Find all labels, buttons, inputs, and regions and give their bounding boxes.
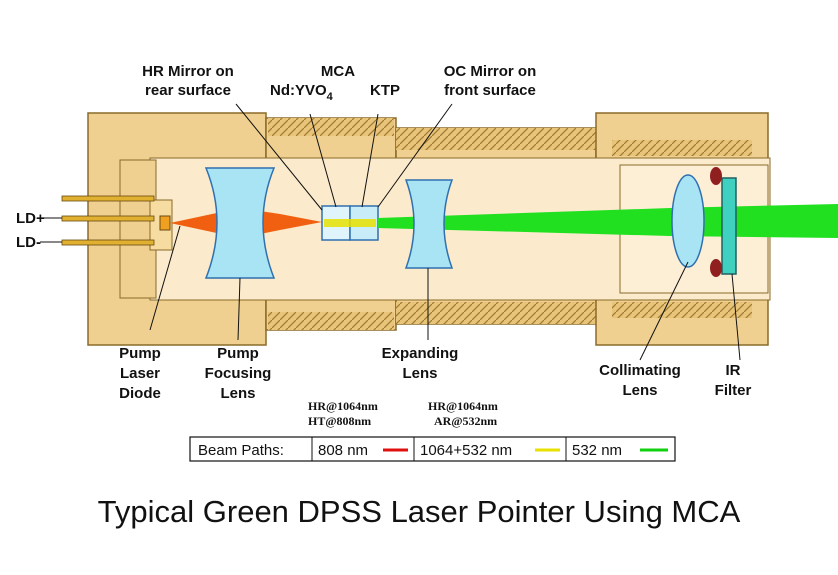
leader-pump-diode — [149, 225, 181, 331]
beam-legend: Beam Paths: 808 nm 1064+532 nm 532 nm — [189, 436, 676, 462]
legend-heading: Beam Paths: — [198, 442, 284, 459]
label-ndyvo4: Nd:YVO4 — [270, 82, 334, 103]
leader-pump-lens — [237, 277, 241, 341]
label-ktp: KTP — [370, 82, 400, 99]
label-collimating-lens-2: Lens — [622, 382, 657, 399]
expanding-lens — [404, 179, 454, 269]
mca-thread-top — [268, 118, 394, 136]
pump-focusing-lens — [204, 167, 276, 279]
leader-ir-filter — [731, 273, 741, 361]
label-pump-diode-1: Pump — [119, 345, 161, 362]
collimating-lens — [671, 174, 705, 268]
leader-hr-mirror — [235, 103, 323, 211]
label-ndyvo4-text: Nd:YVO — [270, 82, 327, 99]
label-pump-diode-3: Diode — [119, 385, 161, 402]
o-ring-top — [710, 167, 722, 185]
lead-1 — [61, 195, 155, 202]
coating-left-1: HR@1064nm — [308, 399, 378, 413]
legend-label-808: 808 nm — [318, 442, 368, 459]
front-cap-thread-bottom — [612, 302, 752, 318]
front-cap-thread-top — [612, 140, 752, 156]
coating-right-2: AR@532nm — [434, 414, 497, 428]
coating-right-1: HR@1064nm — [428, 399, 498, 413]
label-oc-mirror-1: OC Mirror on — [444, 63, 537, 80]
legend-frame — [189, 436, 676, 462]
leader-oc-mirror — [377, 103, 453, 208]
lead-2 — [61, 215, 155, 222]
diode-chip — [159, 215, 171, 231]
mca-beam — [324, 219, 376, 227]
diode-leads — [61, 195, 155, 246]
label-pump-lens-3: Lens — [220, 385, 255, 402]
label-pump-lens-2: Focusing — [205, 365, 272, 382]
label-oc-mirror-2: front surface — [444, 82, 536, 99]
tube-thread-top — [396, 128, 596, 150]
legend-label-1064-532: 1064+532 nm — [420, 442, 512, 459]
label-pump-lens-1: Pump — [217, 345, 259, 362]
leader-collimating-lens — [639, 261, 689, 361]
coating-left-2: HT@808nm — [308, 414, 371, 428]
o-ring-bottom — [710, 259, 722, 277]
label-expanding-lens-1: Expanding — [382, 345, 459, 362]
label-ndyvo4-sub: 4 — [327, 91, 334, 103]
label-ld-minus: LD- — [16, 234, 41, 251]
leader-lines — [40, 103, 741, 361]
label-hr-mirror-2: rear surface — [145, 82, 231, 99]
leader-ndyvo4 — [309, 113, 337, 208]
label-ir-filter-1: IR — [726, 362, 741, 379]
label-ir-filter-2: Filter — [715, 382, 752, 399]
leader-ktp — [361, 113, 379, 208]
tube-thread-bottom — [396, 302, 596, 324]
label-collimating-lens-1: Collimating — [599, 362, 681, 379]
ir-filter — [721, 177, 737, 275]
lead-3 — [61, 239, 155, 246]
label-mca: MCA — [321, 63, 355, 80]
label-ld-plus: LD+ — [16, 210, 45, 227]
mca-thread-bottom — [268, 312, 394, 330]
label-hr-mirror-1: HR Mirror on — [142, 63, 234, 80]
diagram-title: Typical Green DPSS Laser Pointer Using M… — [98, 494, 741, 529]
legend-label-532: 532 nm — [572, 442, 622, 459]
label-expanding-lens-2: Lens — [402, 365, 437, 382]
label-pump-diode-2: Laser — [120, 365, 160, 382]
